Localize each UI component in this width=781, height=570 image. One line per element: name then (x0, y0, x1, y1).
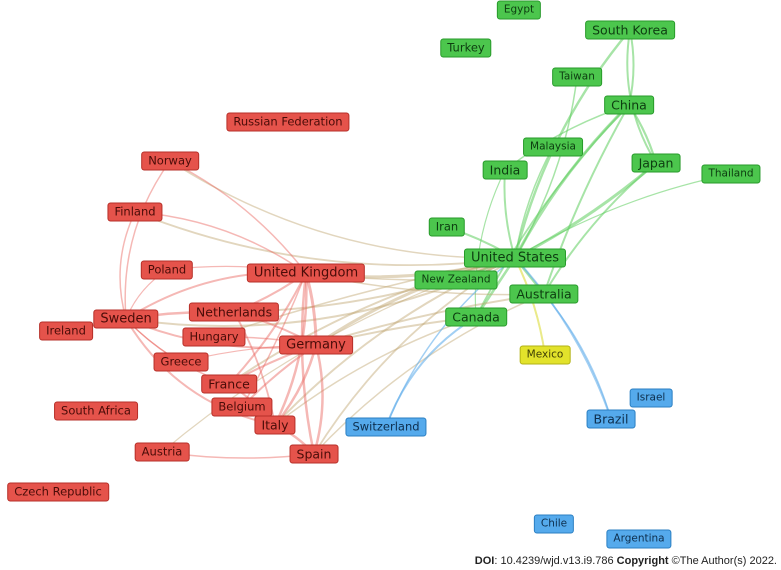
collaboration-link (228, 257, 516, 385)
collaboration-link (513, 28, 632, 260)
collaboration-link (119, 211, 136, 320)
node-china[interactable]: China (604, 95, 654, 115)
node-france[interactable]: France (201, 374, 257, 394)
node-south-korea[interactable]: South Korea (585, 20, 675, 40)
collaboration-link (514, 257, 546, 356)
collaboration-link (169, 160, 516, 259)
collaboration-link (134, 211, 516, 267)
node-south-africa[interactable]: South Africa (54, 401, 138, 421)
collaboration-link (543, 293, 612, 420)
citation-footer: DOI: 10.4239/wjd.v13.i9.786 Copyright ©T… (475, 555, 777, 567)
collaboration-link (125, 318, 276, 426)
node-sweden[interactable]: Sweden (93, 309, 159, 329)
collaboration-link (312, 343, 324, 456)
collaboration-link (503, 169, 516, 259)
collaboration-link (514, 257, 612, 420)
node-czech-republic[interactable]: Czech Republic (7, 482, 109, 502)
node-spain[interactable]: Spain (289, 444, 339, 464)
node-poland[interactable]: Poland (140, 260, 194, 280)
node-thailand[interactable]: Thailand (701, 164, 761, 184)
collaboration-link (228, 272, 307, 385)
node-ireland[interactable]: Ireland (39, 321, 93, 341)
doi-value: : 10.4239/wjd.v13.i9.786 (494, 555, 617, 567)
collaboration-link (474, 169, 506, 318)
collaboration-link (513, 161, 658, 260)
collaboration-link (169, 160, 307, 274)
copyright-value: ©The Author(s) 2022. (668, 555, 777, 567)
collaboration-link (543, 162, 657, 295)
doi-label: DOI (474, 555, 495, 567)
node-new-zealand[interactable]: New Zealand (414, 270, 498, 290)
node-israel[interactable]: Israel (629, 388, 673, 408)
node-united-kingdom[interactable]: United Kingdom (246, 263, 366, 283)
node-russian-federation[interactable]: Russian Federation (226, 112, 350, 132)
node-austria[interactable]: Austria (134, 442, 190, 462)
node-japan[interactable]: Japan (631, 153, 681, 173)
node-mexico[interactable]: Mexico (519, 345, 571, 365)
collaboration-link (124, 160, 171, 320)
node-iran[interactable]: Iran (428, 217, 466, 237)
node-norway[interactable]: Norway (141, 151, 199, 171)
node-italy[interactable]: Italy (254, 415, 296, 435)
node-brazil[interactable]: Brazil (586, 409, 636, 429)
collaboration-link (514, 76, 578, 259)
collaboration-link (543, 104, 630, 295)
collaboration-link (274, 316, 477, 426)
node-switzerland[interactable]: Switzerland (345, 417, 427, 437)
collaboration-link (300, 271, 316, 456)
node-united-states[interactable]: United States (463, 248, 567, 268)
collaboration-link (514, 173, 732, 259)
node-chile[interactable]: Chile (533, 514, 575, 534)
node-australia[interactable]: Australia (509, 284, 579, 304)
node-canada[interactable]: Canada (445, 307, 507, 327)
node-india[interactable]: India (482, 160, 528, 180)
node-taiwan[interactable]: Taiwan (552, 67, 602, 87)
node-argentina[interactable]: Argentina (606, 529, 672, 549)
node-hungary[interactable]: Hungary (182, 327, 246, 347)
node-egypt[interactable]: Egypt (496, 0, 542, 20)
node-malaysia[interactable]: Malaysia (523, 137, 583, 157)
collaboration-link (313, 293, 545, 455)
node-germany[interactable]: Germany (279, 335, 353, 355)
node-belgium[interactable]: Belgium (211, 397, 273, 417)
node-finland[interactable]: Finland (107, 202, 163, 222)
node-greece[interactable]: Greece (153, 352, 209, 372)
node-netherlands[interactable]: Netherlands (188, 302, 280, 322)
node-turkey[interactable]: Turkey (440, 38, 492, 58)
copyright-label: Copyright (616, 555, 669, 567)
